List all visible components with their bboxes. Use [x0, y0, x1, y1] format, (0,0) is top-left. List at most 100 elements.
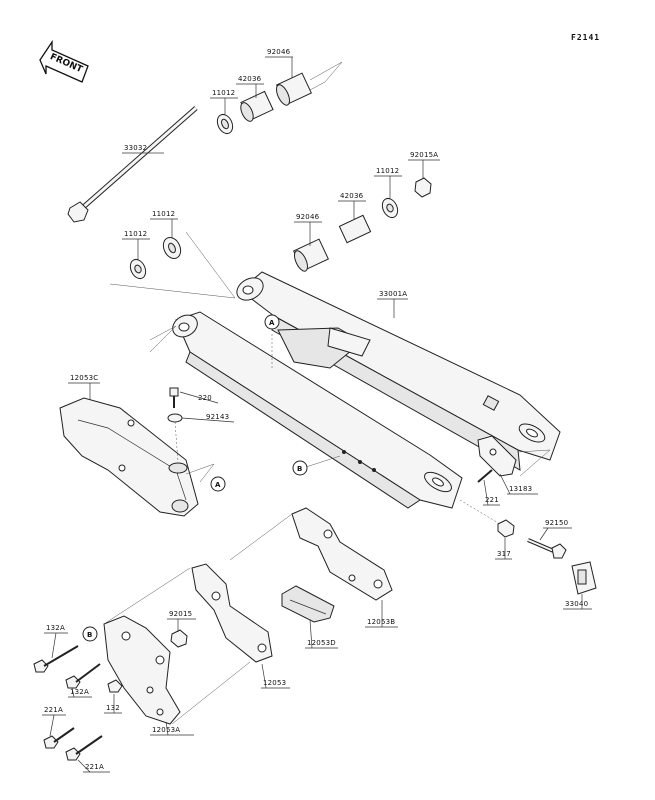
- label-132: 132: [104, 694, 122, 714]
- callout-a-upper: A: [264, 314, 280, 330]
- svg-text:11012: 11012: [212, 89, 235, 97]
- svg-text:92046: 92046: [267, 48, 291, 56]
- svg-text:221A: 221A: [85, 763, 104, 771]
- svg-text:132A: 132A: [46, 624, 65, 632]
- svg-text:12053D: 12053D: [307, 639, 336, 647]
- bolt-132: [107, 679, 123, 693]
- svg-text:33040: 33040: [565, 600, 588, 608]
- top-pivot-sleeve-42036: [240, 90, 274, 122]
- label-11012-top: 11012: [210, 89, 238, 114]
- left-seal-11012-upper: [162, 236, 182, 260]
- top-stack-axis-line: [309, 61, 343, 91]
- slider-pad-12053D: [281, 585, 335, 623]
- svg-text:92143: 92143: [206, 413, 229, 421]
- chain-guard-12053C: [59, 397, 199, 517]
- label-92015: 92015: [167, 610, 196, 632]
- slider-b-guide-line: [229, 513, 293, 561]
- chain-slider-12053B: [291, 507, 393, 601]
- label-33032: 33032: [122, 144, 164, 154]
- collar-92143: [167, 413, 183, 423]
- bolt-132A-upper: [33, 645, 79, 673]
- svg-text:221: 221: [485, 496, 499, 504]
- label-221A-bottom: 221A: [77, 759, 110, 773]
- label-13183: 13183: [499, 473, 538, 495]
- svg-text:11012: 11012: [124, 230, 147, 238]
- svg-text:317: 317: [497, 550, 511, 558]
- pivot-nut-92015A: [414, 177, 432, 198]
- bolt-221: [477, 469, 493, 483]
- label-92150: 92150: [539, 519, 572, 541]
- label-132A-top: 132A: [44, 624, 68, 659]
- label-12053A: 12053A: [150, 721, 194, 736]
- callout-b-lower: B: [82, 626, 98, 642]
- label-92046-top: 92046: [265, 48, 293, 78]
- label-220: 220: [179, 391, 219, 404]
- svg-text:12053C: 12053C: [70, 374, 98, 382]
- svg-text:33032: 33032: [124, 144, 147, 152]
- svg-text:13183: 13183: [509, 485, 532, 493]
- bolt-132A-lower: [65, 663, 101, 689]
- svg-text:11012: 11012: [376, 167, 399, 175]
- label-12053D: 12053D: [305, 619, 338, 649]
- label-11012-left: 11012: [122, 230, 150, 260]
- svg-text:B: B: [87, 631, 92, 639]
- label-221A-top: 221A: [42, 706, 66, 737]
- svg-text:12053B: 12053B: [367, 618, 395, 626]
- label-12053: 12053: [261, 663, 290, 689]
- right-pivot-seal-11012: [381, 197, 399, 219]
- svg-text:92015A: 92015A: [410, 151, 438, 159]
- top-pivot-collar-92046: [275, 72, 313, 106]
- label-317: 317: [495, 538, 512, 560]
- right-pivot-collar-92046: [292, 238, 330, 272]
- svg-text:42036: 42036: [340, 192, 364, 200]
- label-12053B: 12053B: [365, 600, 398, 628]
- label-33001A: 33001A: [377, 290, 408, 318]
- svg-text:220: 220: [198, 394, 212, 402]
- chain-adjuster-plate-13183: [477, 435, 517, 477]
- svg-text:12053A: 12053A: [152, 726, 180, 734]
- chain-adjuster-block-33040: [571, 561, 597, 595]
- svg-text:132: 132: [106, 704, 120, 712]
- callout-b-middle: B: [292, 460, 308, 476]
- figure-code: F2141: [571, 33, 600, 42]
- svg-text:B: B: [297, 465, 302, 473]
- label-92015A: 92015A: [408, 151, 440, 178]
- label-42036-top: 42036: [236, 75, 264, 98]
- bolt-221A-upper: [43, 727, 75, 749]
- label-11012-right: 11012: [374, 167, 402, 198]
- nut-317: [497, 519, 515, 538]
- label-12053C: 12053C: [68, 374, 100, 400]
- guard-plate-12053A: [103, 615, 181, 725]
- left-seal-guide-line: [109, 231, 236, 299]
- svg-text:33001A: 33001A: [379, 290, 407, 298]
- plate-guide-line: [517, 449, 551, 477]
- svg-text:12053: 12053: [263, 679, 286, 687]
- label-33040: 33040: [563, 594, 592, 610]
- svg-text:A: A: [269, 319, 275, 327]
- svg-text:221A: 221A: [44, 706, 63, 714]
- label-92143: 92143: [181, 413, 235, 423]
- label-11012-mid: 11012: [150, 210, 178, 238]
- front-arrow-icon: FRONT: [39, 39, 89, 83]
- guard-a-leader: [185, 463, 215, 483]
- svg-text:132A: 132A: [70, 688, 89, 696]
- plate-lower-guide-line: [171, 661, 251, 725]
- label-221: 221: [483, 479, 500, 506]
- chain-slider-12053: [191, 563, 273, 663]
- svg-text:92150: 92150: [545, 519, 568, 527]
- adjuster-bolt-92150: [527, 538, 567, 559]
- pivot-shaft-33032: [67, 106, 198, 223]
- plate-a-guide-line: [103, 567, 191, 625]
- svg-text:11012: 11012: [152, 210, 175, 218]
- bolt-221A-lower: [65, 735, 103, 761]
- svg-text:92046: 92046: [296, 213, 320, 221]
- left-seal-11012-lower: [129, 258, 147, 280]
- svg-text:42036: 42036: [238, 75, 262, 83]
- label-42036-right: 42036: [338, 192, 366, 220]
- nut-92015: [170, 629, 188, 648]
- label-92046-right: 92046: [294, 213, 322, 246]
- label-132A-bottom: 132A: [68, 687, 92, 698]
- swing-arm-33001A: [172, 271, 561, 509]
- lower-arm-guide-line: [149, 325, 177, 353]
